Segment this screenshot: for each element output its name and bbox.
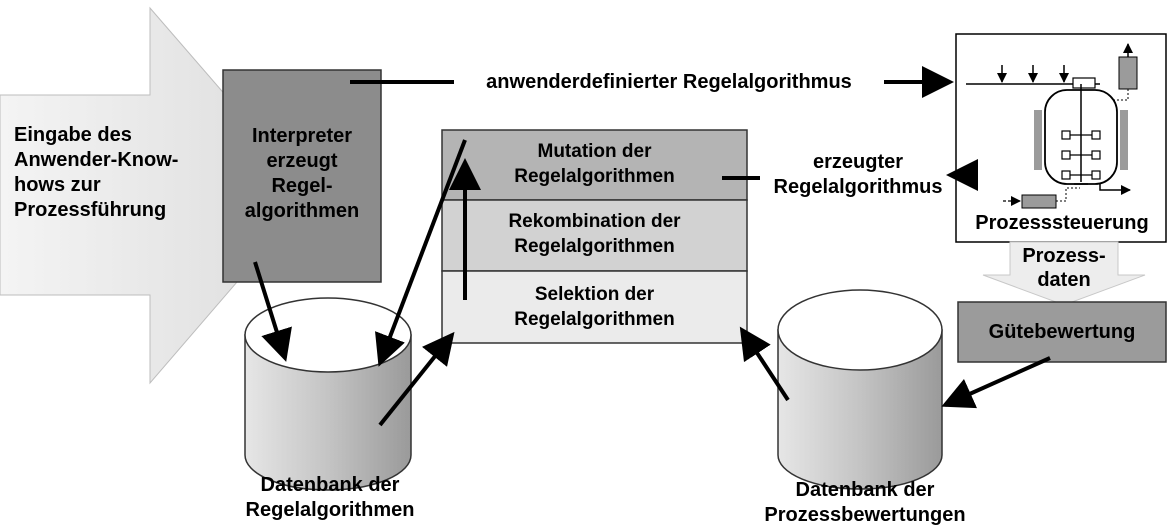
connector-arrows [253, 66, 1051, 427]
input-arrow-shape [0, 6, 313, 385]
interpreter-box [222, 69, 382, 283]
db-to-selection-arrow [378, 331, 455, 427]
mutation-label: Mutation der Regelalgorithmen [514, 141, 675, 187]
interpreter-label: Interpreter erzeugt Regel- algorithmen [244, 125, 360, 222]
algorithm-database-label: Datenbank der Regelalgorithmen [245, 474, 415, 521]
process-control-label: Prozesssteuerung [975, 212, 1149, 234]
process-data-label: Prozess- daten [1022, 245, 1106, 291]
eval-db-to-selection-arrow [739, 326, 790, 402]
generated-algorithm-label: erzeugter Regelalgorithmus [773, 151, 943, 198]
quality-box [957, 301, 1167, 363]
input-arrow-label: Eingabe des Anwender-Know- hows zur Proz… [14, 124, 179, 221]
reactor-icon [966, 43, 1138, 209]
process-data-arrow-shape [982, 241, 1146, 306]
user-defined-algorithm-label: anwenderdefinierter Regelalgorithmus [454, 70, 884, 95]
quality-to-eval-db-arrow [941, 356, 1051, 409]
recombination-label: Rekombination der Regelalgorithmen [508, 211, 681, 257]
selection-box [441, 270, 748, 344]
evaluation-database-cylinder [777, 289, 943, 490]
evaluation-database-label: Datenbank der Prozessbewertungen [764, 479, 966, 526]
selection-label: Selektion der Regelalgorithmen [514, 284, 675, 330]
algorithm-database-cylinder [244, 297, 412, 491]
mutation-box [441, 129, 748, 201]
quality-label: Gütebewertung [988, 321, 1136, 343]
recombination-box [441, 199, 748, 272]
interpreter-to-db-arrow [253, 261, 292, 362]
